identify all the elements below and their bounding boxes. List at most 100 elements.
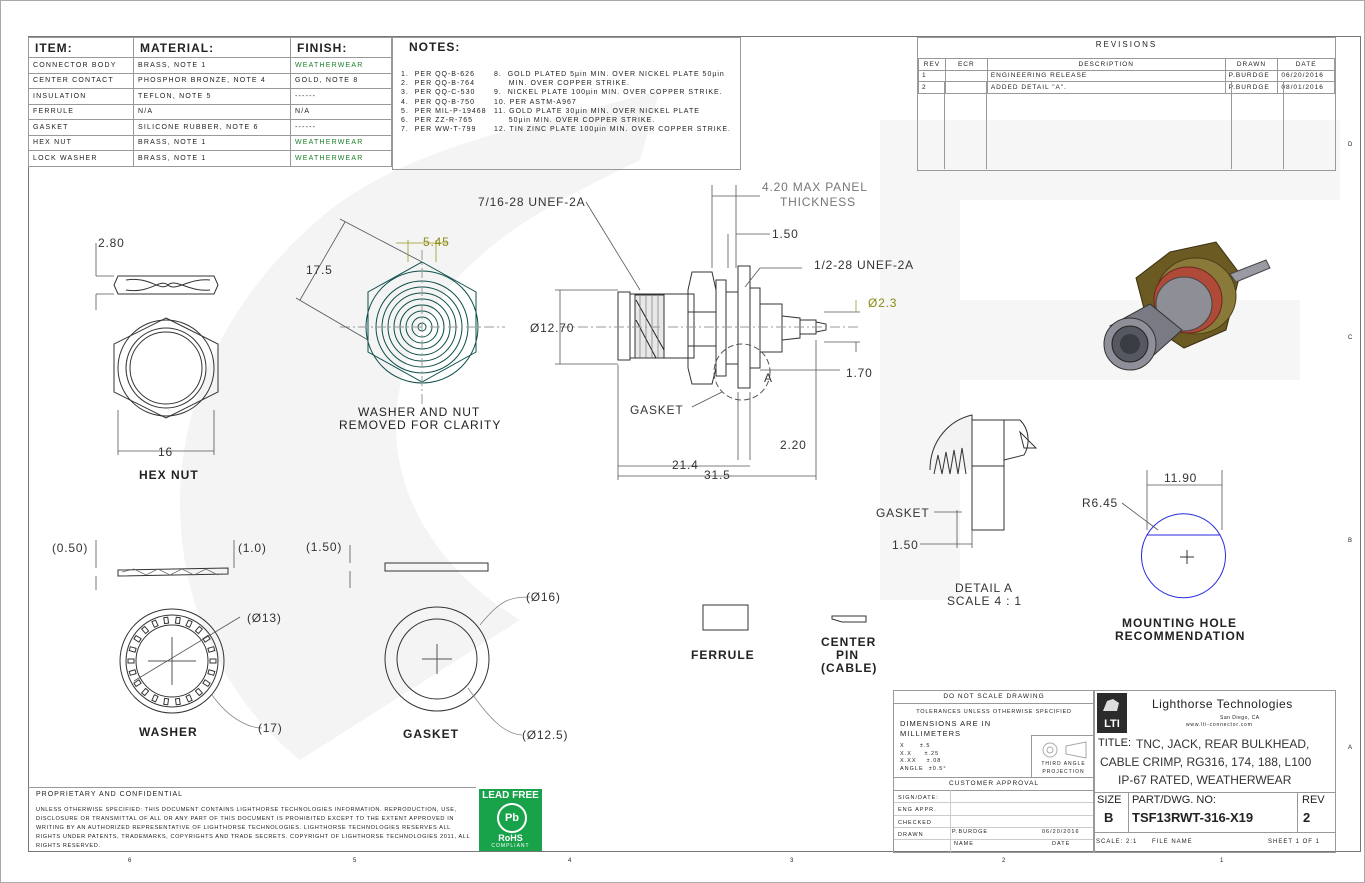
zone-number-4: 4 xyxy=(568,858,573,864)
washer-front-view xyxy=(119,608,263,729)
title-line-3: IP-67 RATED, WEATHERWEAR xyxy=(1118,773,1292,787)
front-caption-2: REMOVED FOR CLARITY xyxy=(339,418,502,432)
company-website: www.lti-connector.com xyxy=(1186,722,1253,728)
lead-free-icon-text: Pb xyxy=(504,812,520,824)
revisions-title: REVISIONS xyxy=(1095,40,1158,49)
washer-tooth xyxy=(202,679,211,688)
proprietary-title: PROPRIETARY AND CONFIDENTIAL xyxy=(36,791,184,798)
washer-label: WASHER xyxy=(139,725,198,739)
do-not-scale: DO NOT SCALE DRAWING xyxy=(943,693,1045,700)
center-pin-label-2: PIN xyxy=(836,648,860,662)
detail-label-2: SCALE 4 : 1 xyxy=(947,594,1022,608)
dim-21-4: 21.4 xyxy=(672,458,699,472)
hex-nut-width-dim: 16 xyxy=(158,445,173,459)
projection-box: THIRD ANGLE PROJECTION xyxy=(1031,735,1095,778)
center-pin-shape xyxy=(831,615,867,623)
dim-1-50: 1.50 xyxy=(772,227,799,241)
washer-tooth xyxy=(140,687,150,697)
rohs-badge-top: LEAD FREE xyxy=(482,790,539,801)
mounting-label-1: MOUNTING HOLE xyxy=(1122,616,1237,630)
dim-dia-12-70: Ø12.70 xyxy=(530,321,575,335)
revision-cell: ADDED DETAIL "A". xyxy=(986,81,1226,94)
company-name: Lighthorse Technologies xyxy=(1152,697,1293,711)
name-header: NAME xyxy=(954,841,974,847)
zone-letter-b: B xyxy=(1348,538,1354,544)
tolerances-header: TOLERANCES UNLESS OTHERWISE SPECIFIED xyxy=(916,709,1072,715)
tolerance-block: DO NOT SCALE DRAWING TOLERANCES UNLESS O… xyxy=(893,690,1095,853)
washer-tooth xyxy=(128,646,137,653)
materials-cell-material: BRASS, NOTE 1 xyxy=(133,150,291,167)
zone-letter-a: A xyxy=(1348,745,1354,751)
washer-tooth xyxy=(174,697,181,706)
proprietary-body: UNLESS OTHERWISE SPECIFIED: THIS DOCUMEN… xyxy=(36,807,471,849)
projection-line-1: THIRD ANGLE xyxy=(1041,761,1086,767)
center-pin-label-1: CENTER xyxy=(821,635,877,649)
note-line: 11. GOLD PLATE 30µin MIN. OVER NICKEL PL… xyxy=(494,107,700,115)
scale-value: SCALE: 2:1 xyxy=(1096,839,1138,845)
washer-tooth xyxy=(128,669,137,676)
panel-thickness-2: THICKNESS xyxy=(780,195,856,209)
washer-od-value: 17 xyxy=(262,721,278,735)
col-material: MATERIAL: xyxy=(133,37,291,58)
note-line: CHECKED xyxy=(898,819,932,826)
side-gasket-callout: GASKET xyxy=(630,403,684,417)
mounting-hole-view xyxy=(1121,470,1226,599)
third-angle-projection-icon xyxy=(1042,741,1087,759)
title-block: LTI Lighthorse Technologies San Diego, C… xyxy=(1093,690,1336,853)
washer-tooth xyxy=(209,658,217,664)
hex-nut-label: HEX NUT xyxy=(139,468,199,482)
dim-2-20: 2.20 xyxy=(780,438,807,452)
hex-nut-side-view xyxy=(113,275,219,295)
mounting-label-2: RECOMMENDATION xyxy=(1115,629,1246,643)
note-line: 6. PER ZZ-R-765 xyxy=(401,117,474,125)
washer-thickness-dim: (0.50) xyxy=(52,541,89,555)
washer-tooth xyxy=(133,634,142,643)
dim-1-70: 1.70 xyxy=(846,366,873,380)
company-city: San Diego, CA xyxy=(1220,715,1260,721)
note-line: 12. TIN ZINC PLATE 100µin MIN. OVER COPP… xyxy=(494,126,731,134)
washer-tooth xyxy=(194,625,204,635)
note-line: MIN. OVER COPPER STRIKE. xyxy=(494,80,630,88)
dims-line-1: DIMENSIONS ARE IN xyxy=(900,719,992,728)
notes-title: NOTES: xyxy=(409,40,461,54)
gasket-front-view xyxy=(384,596,531,736)
ferrule-shape xyxy=(702,604,749,631)
washer-side-view xyxy=(95,540,235,590)
detail-gasket-callout: GASKET xyxy=(876,506,930,520)
hex-nut-thickness-dim: 2.80 xyxy=(98,236,125,250)
washer-tooth xyxy=(163,616,170,625)
front-diag-dim: 17.5 xyxy=(306,263,333,277)
note-line: SIGN/DATE: xyxy=(898,795,939,801)
date-header: DATE xyxy=(1052,841,1071,847)
gasket-od-value: Ø16 xyxy=(530,590,556,604)
gasket-id-dim: (Ø12.5) xyxy=(522,728,569,742)
washer-id-dim: (Ø13) xyxy=(247,611,282,625)
note-line: 2. PER QQ-B-764 xyxy=(401,80,475,88)
sheet-number: SHEET 1 OF 1 xyxy=(1268,839,1320,845)
note-line: X.X ±.25 xyxy=(900,750,940,757)
dim-31-5: 31.5 xyxy=(704,468,731,482)
part-number: TSF13RWT-316-X19 xyxy=(1132,810,1254,825)
washer-tooth xyxy=(127,658,135,664)
mounting-radius-dim: R6.45 xyxy=(1082,496,1119,510)
washer-tooth xyxy=(185,694,193,703)
washer-thickness-value: 0.50 xyxy=(56,541,84,555)
hex-nut-front-view xyxy=(113,317,219,419)
zone-number-6: 6 xyxy=(128,858,133,864)
note-line: 8. GOLD PLATED 5µin MIN. OVER NICKEL PLA… xyxy=(494,71,725,78)
title-line-1: TNC, JACK, REAR BULKHEAD, xyxy=(1136,737,1310,751)
gasket-id-value: Ø12.5 xyxy=(526,728,564,742)
drawing-frame xyxy=(28,36,1361,852)
washer-right-value: 1.0 xyxy=(242,541,262,555)
note-line: 1. PER QQ-B-626 xyxy=(401,71,475,78)
front-thread-callout: 7/16-28 UNEF-2A xyxy=(478,195,586,209)
washer-tooth xyxy=(151,619,159,628)
mounting-width-dim: 11.90 xyxy=(1164,471,1198,485)
rev-label: REV xyxy=(1302,794,1325,806)
title-line-2: CABLE CRIMP, RG316, 174, 188, L100 xyxy=(1100,755,1312,769)
